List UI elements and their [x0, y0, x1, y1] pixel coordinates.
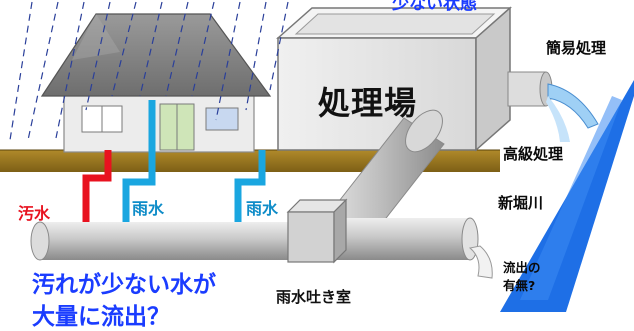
simple-treatment-label: 簡易処理: [546, 39, 607, 57]
river-label: 新堀川: [498, 194, 544, 212]
discharge-chamber-label: 雨水吐き室: [276, 288, 352, 306]
plant-outlet: [507, 71, 599, 142]
headline-line2: 大量に流出？: [32, 304, 170, 330]
outflow-question-line2: 有無?: [503, 278, 536, 293]
discharge-chamber-box: [286, 198, 348, 264]
rain-pipe-1: [122, 100, 156, 222]
top-caption: 少ない状態: [392, 0, 477, 14]
headline-line1: 汚れが少ない水が: [32, 272, 216, 298]
advanced-treatment-label: 高級処理: [503, 145, 564, 163]
rain-lines: [9, 1, 289, 141]
rain-pipe-2: [234, 150, 266, 222]
main-pipe: [30, 221, 300, 261]
rainwater-label-2: 雨水: [246, 199, 279, 218]
outflow-pipe: [334, 217, 493, 279]
outflow-question-line1: 流出の: [503, 260, 541, 275]
sewage-pipe: [82, 150, 112, 222]
rainwater-label-1: 雨水: [132, 199, 165, 218]
river-highlight: [520, 96, 622, 300]
treatment-plant: [276, 6, 512, 152]
sewage-label: 汚水: [18, 204, 51, 223]
treatment-plant-label: 処理場: [318, 84, 418, 122]
house: [40, 13, 272, 153]
